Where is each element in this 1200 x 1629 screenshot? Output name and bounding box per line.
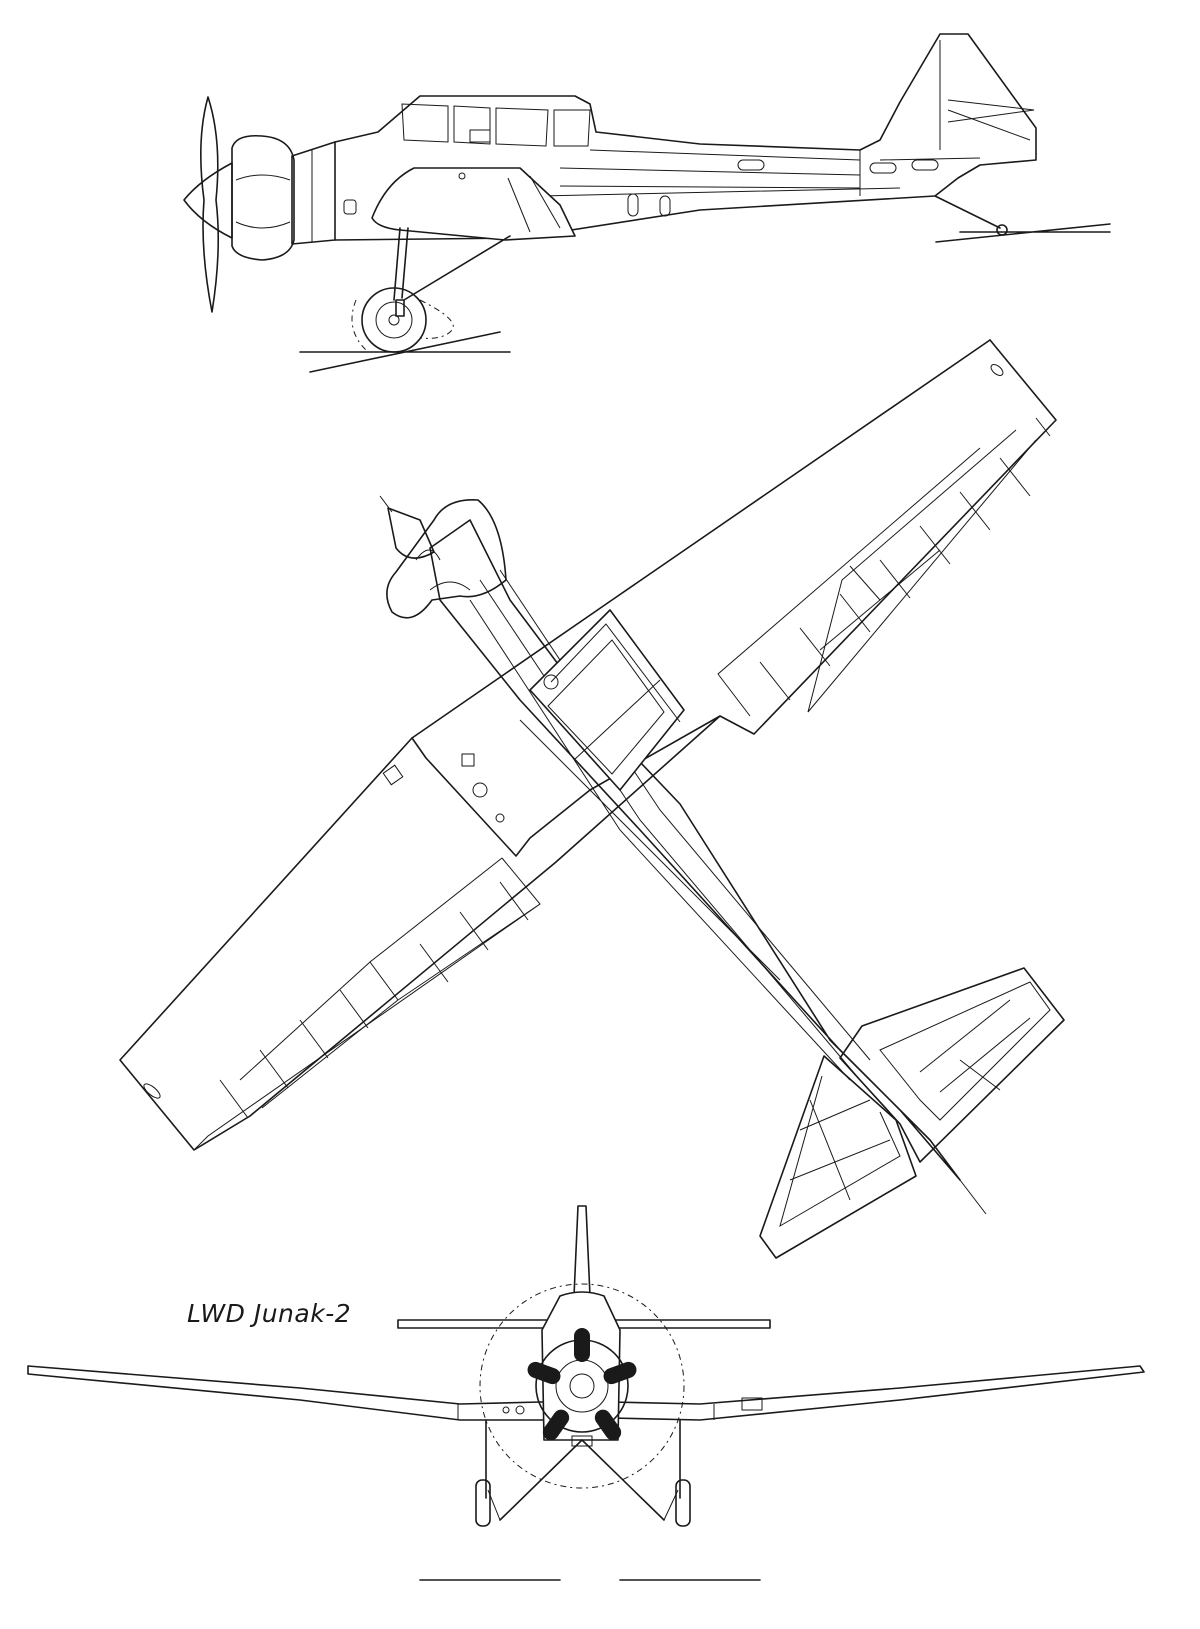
front-fin: [573, 1205, 591, 1297]
front-horizontal-tail: [397, 1319, 771, 1329]
front-landing-gear: [485, 1419, 681, 1521]
plan-view: [119, 339, 1065, 1259]
side-view: [183, 33, 1111, 373]
side-spinner: [183, 162, 233, 239]
side-fin: [939, 40, 1035, 150]
plan-fuselage: [429, 519, 961, 1181]
front-propeller-disc: [479, 1283, 685, 1489]
side-wing: [371, 167, 576, 241]
front-view: [27, 1205, 1145, 1581]
plan-horizontal-tail: [839, 967, 1065, 1163]
side-cowling: [291, 141, 336, 245]
side-propeller: [200, 96, 220, 313]
plan-engine: [386, 499, 507, 619]
side-engine-cylinders: [231, 134, 295, 261]
front-wing: [27, 1365, 1145, 1421]
plan-left-aileron: [193, 857, 541, 1151]
plan-cockpit: [529, 609, 685, 791]
side-landing-gear: [393, 227, 511, 317]
plan-wing: [119, 339, 1057, 1151]
side-tail-wheel: [934, 195, 1001, 229]
side-canopy: [377, 95, 597, 147]
aircraft-title: LWD Junak-2: [187, 1299, 352, 1328]
